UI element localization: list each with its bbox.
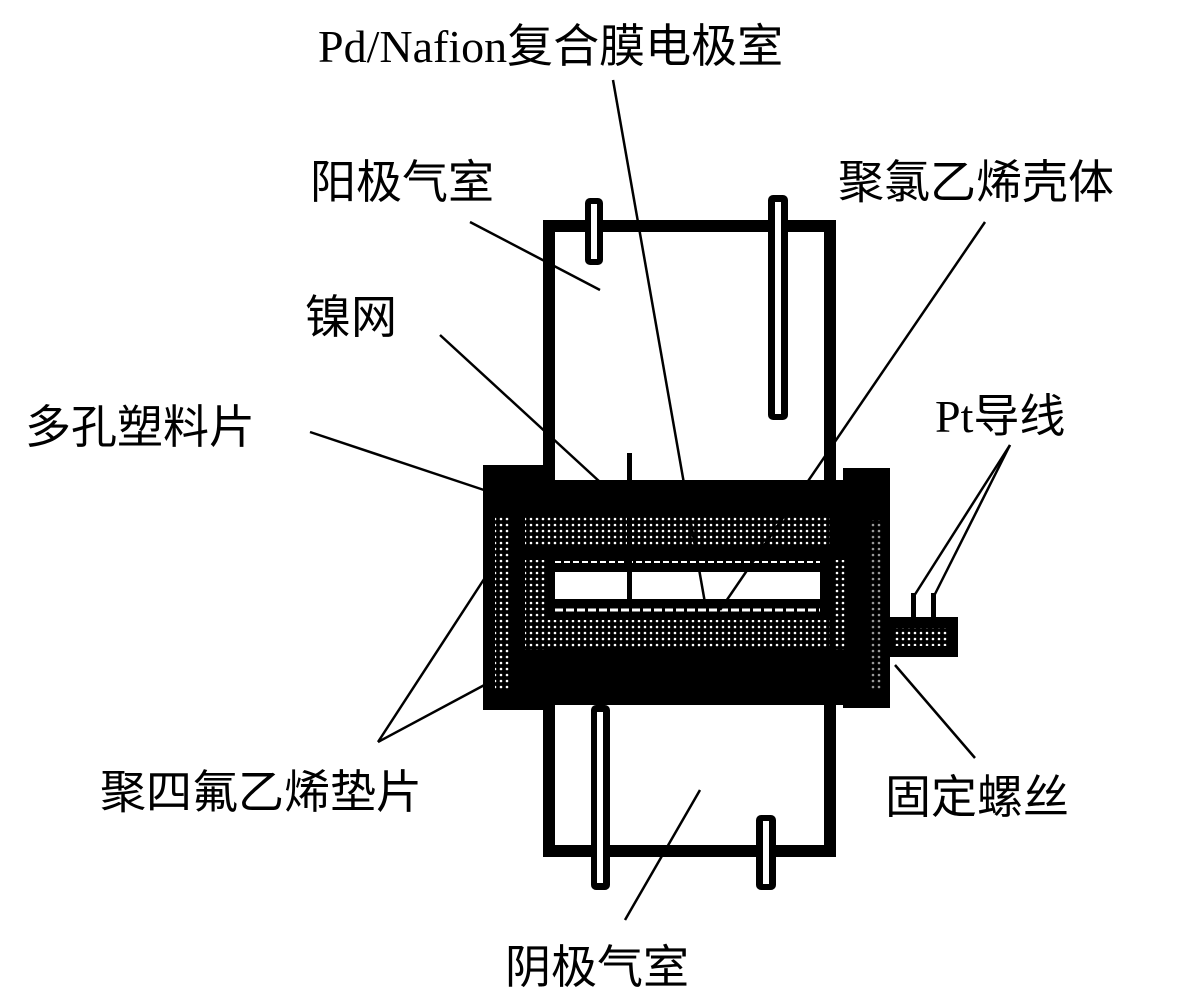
cathode-outlet-bore <box>763 821 769 884</box>
leader-cathode-chamber <box>623 789 702 921</box>
ptfe-gasket-left <box>495 515 510 690</box>
leader-nickel-mesh <box>439 334 626 506</box>
label-nickel-mesh: 镍网 <box>305 292 397 343</box>
label-pvc-shell: 聚氯乙烯壳体 <box>838 157 1114 208</box>
leader-fixing-screw <box>894 664 976 759</box>
leader-pd-nafion <box>611 79 707 604</box>
porous-plastic-band-bottom <box>525 620 830 648</box>
label-porous-plastic-sheet: 多孔塑料片 <box>25 402 255 453</box>
label-ptfe-gasket: 聚四氟乙烯垫片 <box>100 767 422 818</box>
leader-pvc-shell <box>718 221 987 611</box>
leader-ptfe-1 <box>376 569 492 743</box>
label-cathode-gas-chamber: 阴极气室 <box>505 942 689 993</box>
cathode-inlet-bore <box>597 712 603 883</box>
electrode-window <box>555 572 820 599</box>
label-pd-nafion-chamber: Pd/Nafion复合膜电极室 <box>318 21 783 72</box>
leader-porous-plastic <box>309 430 491 494</box>
side-band-left <box>525 560 547 650</box>
side-band-right <box>833 560 845 650</box>
leader-ptfe-2 <box>377 680 491 744</box>
nickel-mesh-lead <box>627 453 632 605</box>
pt-wire-1 <box>911 593 916 619</box>
label-anode-gas-chamber: 阳极气室 <box>310 157 494 208</box>
fixing-screw-thread <box>893 628 948 646</box>
anode-tube-bore <box>591 204 597 259</box>
porous-plastic-band-top <box>525 515 830 547</box>
leader-pt-wire-1 <box>912 444 1012 597</box>
pt-wire-2 <box>931 593 936 619</box>
right-flange <box>843 468 890 708</box>
label-pt-wire: Pt导线 <box>935 391 1065 442</box>
leader-anode-chamber <box>469 220 601 292</box>
anode-outlet-bore <box>775 202 781 414</box>
ptfe-gasket-right <box>870 520 882 690</box>
leader-pt-wire-2 <box>932 444 1012 597</box>
label-fixing-screw: 固定螺丝 <box>885 772 1069 823</box>
